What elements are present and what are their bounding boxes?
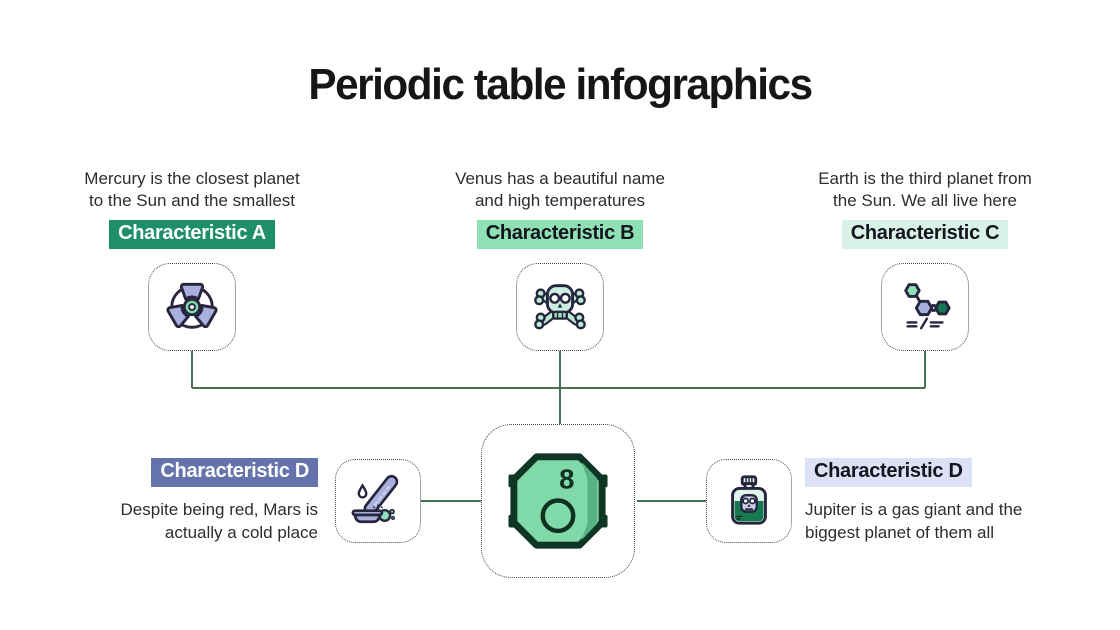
element-number: 8 [559,463,574,494]
section-d-right-description-line1: Jupiter is a gas giant and the [805,500,1023,519]
section-d-left-icon-box [335,459,421,543]
section-d-left-description-line1: Despite being red, Mars is [120,500,318,519]
section-c-description-line2: the Sun. We all live here [833,191,1017,210]
element-tile: 8 [508,453,608,549]
section-c-description-line1: Earth is the third planet from [818,169,1032,188]
section-d-right-description-line2: biggest planet of them all [805,523,995,542]
section-a-description-line1: Mercury is the closest planet [84,169,300,188]
section-d-right-label-row: Characteristic D [805,458,1105,487]
section-d-left-label-row: Characteristic D [20,458,318,487]
section-c-description: Earth is the third planet from the Sun. … [765,168,1085,212]
poison-bottle-icon [731,475,767,525]
section-b-icon-box [516,263,604,351]
section-d-right-label: Characteristic D [805,458,972,487]
section-d-left-label: Characteristic D [151,458,318,487]
section-a-icon-box [148,263,236,351]
section-b-description-line2: and high temperatures [474,191,646,210]
section-a-description: Mercury is the closest planet to the Sun… [32,168,352,212]
section-c-icon-box [881,263,969,351]
section-b-label: Characteristic B [476,220,644,249]
section-b-description-line1: Venus has a beautiful name [455,169,665,188]
section-a-label: Characteristic A [109,220,275,249]
center-element-box: 8 [481,424,635,578]
section-c-label: Characteristic C [841,220,1009,249]
section-a-description-line2: to the Sun and the smallest [88,191,296,210]
section-d-right-description: Jupiter is a gas giant and the biggest p… [805,498,1105,544]
section-d-left-description: Despite being red, Mars is actually a co… [20,498,318,544]
section-b-label-row: Characteristic B [400,220,720,249]
section-b-description: Venus has a beautiful name and high temp… [400,168,720,212]
page-title: Periodic table infographics [308,60,813,109]
molecule-icon [904,283,951,330]
radiation-icon [166,282,218,329]
skull-crossbones-icon [534,284,586,330]
section-d-right-icon-box [706,459,792,543]
section-a-label-row: Characteristic A [32,220,352,249]
test-tube-pour-icon [351,474,399,524]
element-symbol-circle [540,498,576,534]
section-d-left-description-line2: actually a cold place [164,523,318,542]
section-c-label-row: Characteristic C [765,220,1085,249]
